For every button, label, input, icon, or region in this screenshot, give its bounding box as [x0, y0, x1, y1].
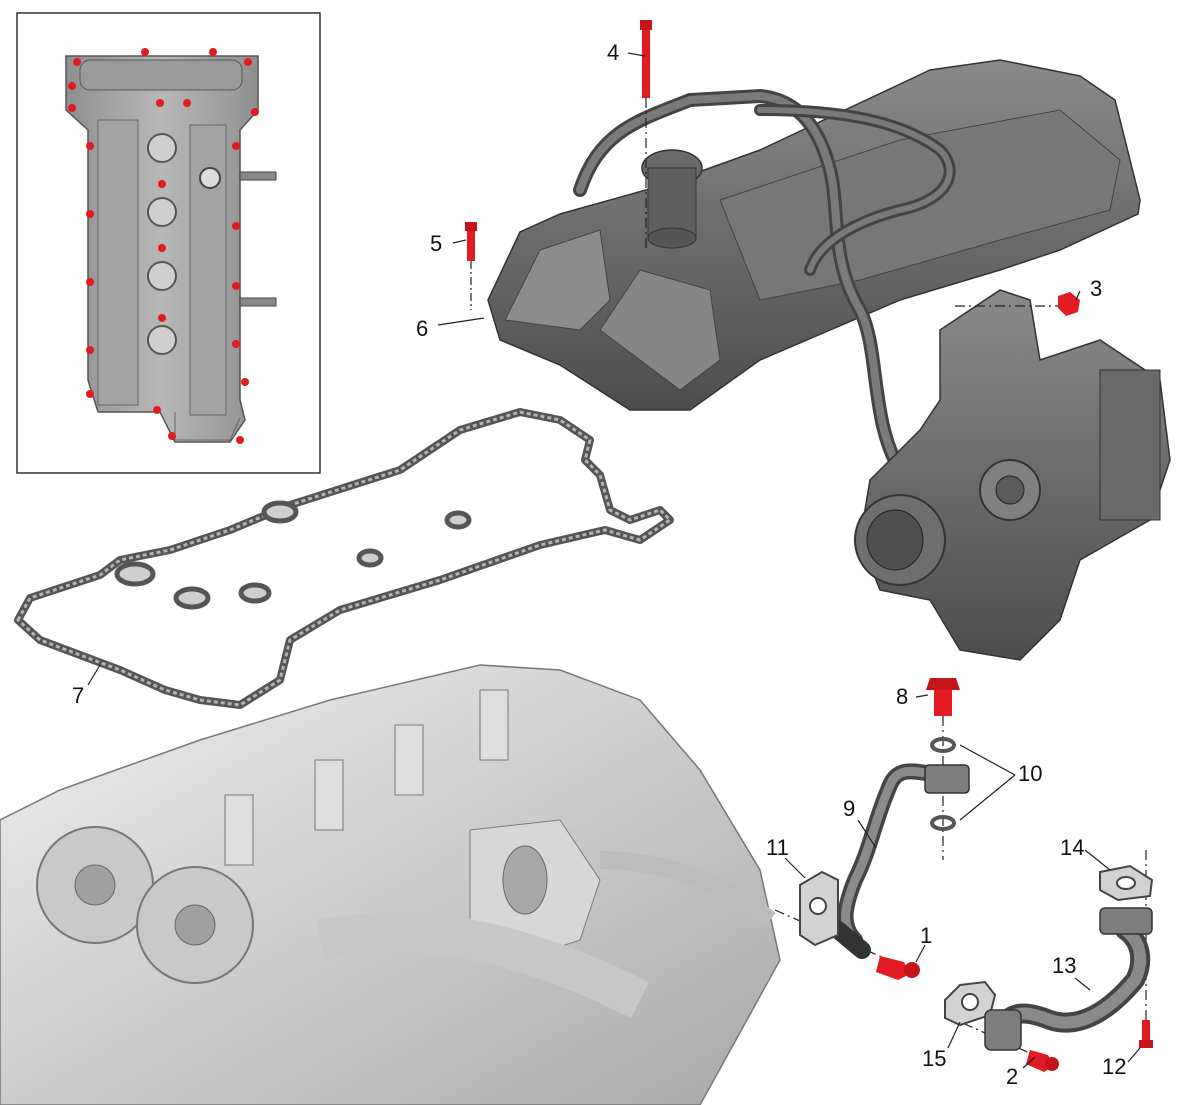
gasket-11	[799, 870, 839, 947]
callout-12: 12	[1102, 1054, 1127, 1079]
inset-bolt-location-dots	[68, 48, 259, 444]
callout-3: 3	[1090, 276, 1103, 301]
inset-view-box	[16, 12, 321, 474]
gasket-14	[1099, 864, 1154, 902]
gasket-15	[944, 980, 997, 1027]
engine-cylinder-head	[0, 664, 781, 1105]
callout-13: 13	[1052, 953, 1077, 978]
fastener-nut-3	[955, 292, 1080, 316]
spark-plug-tube-seals	[114, 500, 472, 610]
callout-5: 5	[430, 231, 443, 256]
callout-leader-lines	[87, 52, 1141, 1069]
callout-1: 1	[920, 923, 933, 948]
cylinder-head-cover	[487, 59, 1141, 477]
oil-filler-cap	[641, 149, 703, 249]
camshaft-journals	[224, 689, 509, 866]
callout-9: 9	[843, 796, 856, 821]
turbo-oil-return-pipe	[984, 907, 1153, 1051]
callout-10: 10	[1018, 761, 1043, 786]
callout-14: 14	[1060, 835, 1085, 860]
callout-2: 2	[1006, 1064, 1019, 1089]
callout-4: 4	[607, 40, 620, 65]
fastener-bolt-5	[465, 222, 477, 310]
callout-7: 7	[72, 683, 85, 708]
fastener-bolt-4	[640, 20, 652, 250]
cylinder-head-cover-gasket	[14, 408, 674, 709]
pcv-breather-hoses	[573, 88, 956, 477]
callout-15: 15	[922, 1046, 947, 1071]
turbocharger-assembly	[854, 289, 1171, 661]
turbo-oil-feed-pipe	[829, 763, 970, 959]
callout-8: 8	[896, 684, 909, 709]
callout-11: 11	[766, 835, 789, 860]
callout-6: 6	[416, 316, 429, 341]
sealing-washers	[930, 737, 956, 831]
